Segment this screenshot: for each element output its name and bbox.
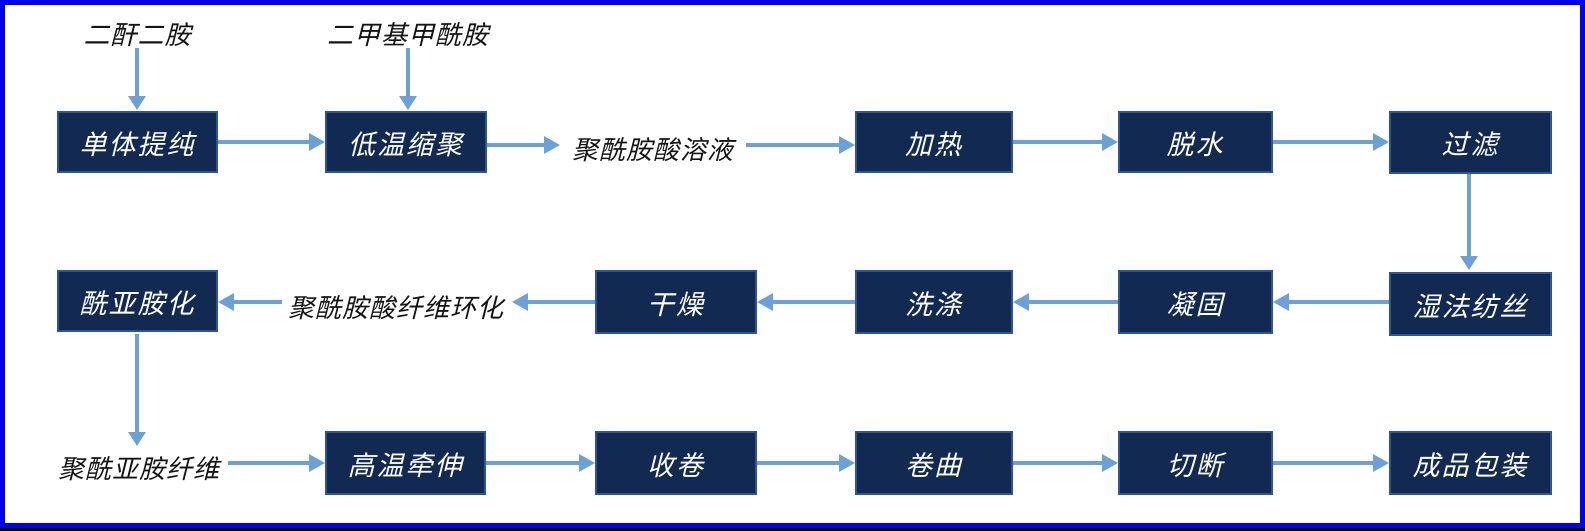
arrow-dmf-to-polycondensation (399, 48, 417, 110)
node-coagulation: 凝固 (1118, 270, 1273, 334)
arrow-polycondensation-to-solution (487, 136, 560, 154)
arrow-dehydration-to-filtration (1273, 133, 1389, 151)
label-dianhydride-diamine: 二酐二胺 (83, 21, 192, 50)
arrow-crimping-to-cutting (1013, 454, 1118, 472)
node-high-temp-drawing: 高温牵伸 (325, 431, 486, 495)
node-monomer-purification: 单体提纯 (57, 111, 218, 173)
label-dimethylformamide: 二甲基甲酰胺 (326, 21, 489, 50)
arrow-washing-to-drying (757, 293, 855, 311)
arrow-solution-to-heating (746, 136, 855, 154)
node-drying: 干燥 (595, 270, 757, 334)
arrow-cyclization-to-imidization (218, 293, 282, 311)
arrow-drying-to-cyclization (512, 293, 595, 311)
arrow-purification-to-polycondensation (218, 133, 325, 151)
arrow-polyimide-fiber-to-drawing (228, 454, 325, 472)
arrow-drawing-to-winding (486, 454, 595, 472)
node-dehydration: 脱水 (1118, 111, 1273, 173)
label-polyimide-fiber: 聚酰亚胺纤维 (57, 455, 220, 484)
node-cutting: 切断 (1118, 431, 1273, 495)
arrow-winding-to-crimping (757, 454, 855, 472)
arrow-imidization-to-polyimide-fiber (128, 334, 146, 446)
node-crimping: 卷曲 (855, 431, 1013, 495)
arrow-coagulation-to-washing (1013, 293, 1118, 311)
node-washing: 洗涤 (855, 270, 1013, 334)
node-winding: 收卷 (595, 431, 757, 495)
arrow-dianhydride-to-purification (128, 48, 146, 110)
arrow-cutting-to-packaging (1273, 454, 1389, 472)
node-product-packaging: 成品包装 (1389, 431, 1552, 495)
arrow-wet-spinning-to-coagulation (1273, 293, 1389, 311)
node-imidization: 酰亚胺化 (57, 270, 218, 332)
arrow-filtration-to-wet-spinning (1460, 174, 1478, 270)
node-filtration: 过滤 (1389, 111, 1552, 174)
node-heating: 加热 (855, 111, 1013, 173)
node-wet-spinning: 湿法纺丝 (1389, 272, 1552, 336)
arrow-heating-to-dehydration (1013, 133, 1118, 151)
label-paa-fiber-cyclization: 聚酰胺酸纤维环化 (287, 294, 504, 323)
node-low-temp-polycondensation: 低温缩聚 (325, 111, 487, 173)
label-polyamic-acid-solution: 聚酰胺酸溶液 (571, 136, 734, 165)
